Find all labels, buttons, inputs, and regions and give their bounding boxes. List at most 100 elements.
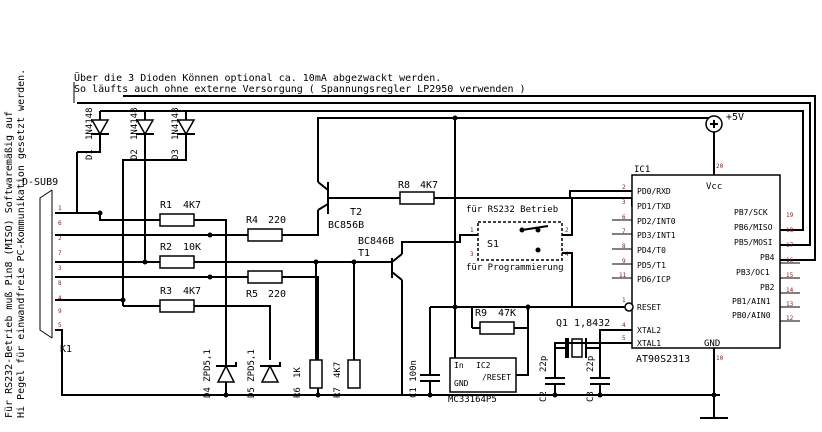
svg-text:4: 4 [622, 322, 626, 329]
svg-text:PB4: PB4 [760, 253, 775, 262]
d2-label: D2 [130, 149, 140, 160]
svg-text:4: 4 [58, 295, 62, 302]
svg-text:PB2: PB2 [760, 283, 775, 292]
svg-text:4K7: 4K7 [183, 286, 201, 297]
svg-text:GND: GND [454, 379, 469, 388]
svg-text:47K: 47K [498, 308, 516, 319]
svg-text:2: 2 [565, 227, 569, 234]
svg-text:6: 6 [58, 220, 62, 227]
mcu-ic1: IC1 Vcc GND AT90S2313 PD0/RXD PD1/TXD PD… [612, 165, 800, 365]
svg-text:PB3/OC1: PB3/OC1 [736, 268, 770, 277]
vcc-label: +5V [726, 112, 744, 123]
capacitor-c1: C1 100n [409, 307, 440, 398]
diode-d2: D2 1N4148 [130, 107, 155, 160]
connector-name: D-SUB9 [22, 177, 58, 188]
resistor-r8: R8 4K7 [398, 180, 632, 205]
svg-text:PD4/T0: PD4/T0 [637, 246, 666, 255]
transistor-t2: T2 BC856B [317, 117, 710, 231]
resistor-r6: R6 1K [293, 262, 323, 398]
svg-text:220: 220 [268, 289, 286, 300]
svg-text:C2: C2 [539, 391, 549, 402]
d3-label: D3 [171, 149, 181, 160]
dsub9-connector: D-SUB9 K1 1 6 2 7 3 8 4 9 5 [22, 177, 720, 396]
svg-text:15: 15 [786, 272, 794, 279]
svg-text:3: 3 [622, 199, 626, 206]
svg-text:T2: T2 [350, 207, 362, 218]
svg-text:BC846B: BC846B [358, 236, 394, 247]
svg-text:GND: GND [704, 339, 720, 349]
svg-text:RESET: RESET [637, 303, 661, 312]
switch-s1: für RS232 Betrieb für Programmierung S1 … [466, 197, 633, 308]
svg-text:C1 100n: C1 100n [409, 360, 419, 398]
svg-text:4K7: 4K7 [183, 200, 201, 211]
svg-text:XTAL2: XTAL2 [637, 326, 661, 335]
svg-text:20: 20 [716, 163, 724, 170]
svg-text:5: 5 [622, 335, 626, 342]
svg-text:14: 14 [786, 287, 794, 294]
svg-text:6: 6 [622, 214, 626, 221]
svg-text:7: 7 [58, 250, 62, 257]
svg-text:22p: 22p [539, 356, 549, 372]
svg-text:18: 18 [786, 227, 794, 234]
programming-bus [77, 95, 816, 261]
supply-5v: +5V 20 [705, 112, 744, 175]
svg-text:R8: R8 [398, 180, 410, 191]
resistor-r3: R3 4K7 [122, 286, 271, 360]
svg-text:1: 1 [470, 227, 474, 234]
svg-text:4K7: 4K7 [420, 180, 438, 191]
reset-ic2: In IC2 /RESET GND MC33164P5 [448, 328, 529, 405]
svg-text:9: 9 [58, 308, 62, 315]
svg-text:D4 ZPD5,1: D4 ZPD5,1 [203, 349, 213, 398]
svg-text:2: 2 [58, 235, 62, 242]
diode-d3: D3 1N4148 [171, 107, 196, 160]
ground-symbol: 10 [700, 348, 728, 419]
svg-text:für Programmierung: für Programmierung [466, 263, 564, 273]
svg-text:D5 ZPD5,1: D5 ZPD5,1 [247, 349, 257, 398]
resistor-r7: R7 4K7 [333, 262, 361, 398]
svg-text:11: 11 [619, 272, 627, 279]
resistor-r2: R2 10K [145, 242, 360, 269]
svg-text:9: 9 [622, 258, 626, 265]
svg-text:PD5/T1: PD5/T1 [637, 261, 666, 270]
svg-text:PB1/AIN1: PB1/AIN1 [732, 297, 771, 306]
crystal-q1: Q1 1,8432 [554, 318, 632, 378]
svg-text:R9: R9 [475, 308, 487, 319]
svg-text:PD3/INT1: PD3/INT1 [637, 231, 676, 240]
side-note-line2: Hi Pegel für einwandfreie PC-Kommunikati… [16, 69, 27, 418]
svg-text:10: 10 [716, 355, 724, 362]
transistor-t1: BC846B T1 [358, 234, 490, 395]
svg-text:PB0/AIN0: PB0/AIN0 [732, 311, 771, 320]
resistor-r5: R5 220 [210, 270, 319, 395]
svg-text:/RESET: /RESET [482, 373, 511, 382]
svg-text:PD1/TXD: PD1/TXD [637, 202, 671, 211]
svg-text:IC1: IC1 [634, 165, 650, 175]
svg-text:17: 17 [786, 242, 794, 249]
svg-text:IC2: IC2 [476, 361, 491, 370]
svg-text:PD2/INT0: PD2/INT0 [637, 217, 676, 226]
svg-text:MC33164P5: MC33164P5 [448, 395, 497, 405]
svg-text:5: 5 [58, 322, 62, 329]
svg-text:1: 1 [58, 205, 62, 212]
svg-text:22p: 22p [586, 356, 596, 372]
svg-text:4: 4 [565, 251, 569, 258]
svg-text:7: 7 [622, 228, 626, 235]
d2-value: 1N4148 [130, 107, 140, 140]
capacitor-c2: 22p C2 [539, 356, 565, 402]
svg-text:PB7/SCK: PB7/SCK [734, 208, 768, 217]
svg-text:R3: R3 [160, 286, 172, 297]
d1-label: D1 [85, 149, 95, 160]
svg-text:R2: R2 [160, 242, 172, 253]
svg-text:BC856B: BC856B [328, 220, 364, 231]
d3-value: 1N4148 [171, 107, 181, 140]
svg-text:Q1 1,8432: Q1 1,8432 [556, 318, 610, 329]
svg-text:R7: R7 [333, 387, 343, 398]
zener-d4: D4 ZPD5,1 [203, 349, 237, 398]
svg-text:220: 220 [268, 215, 286, 226]
junctions [97, 115, 717, 398]
svg-text:PD0/RXD: PD0/RXD [637, 187, 671, 196]
svg-text:1K: 1K [293, 367, 303, 378]
zener-d5: D5 ZPD5,1 [247, 349, 281, 398]
top-note-line2: So läufts auch ohne externe Versorgung (… [74, 84, 526, 95]
svg-text:für RS232 Betrieb: für RS232 Betrieb [466, 205, 558, 215]
